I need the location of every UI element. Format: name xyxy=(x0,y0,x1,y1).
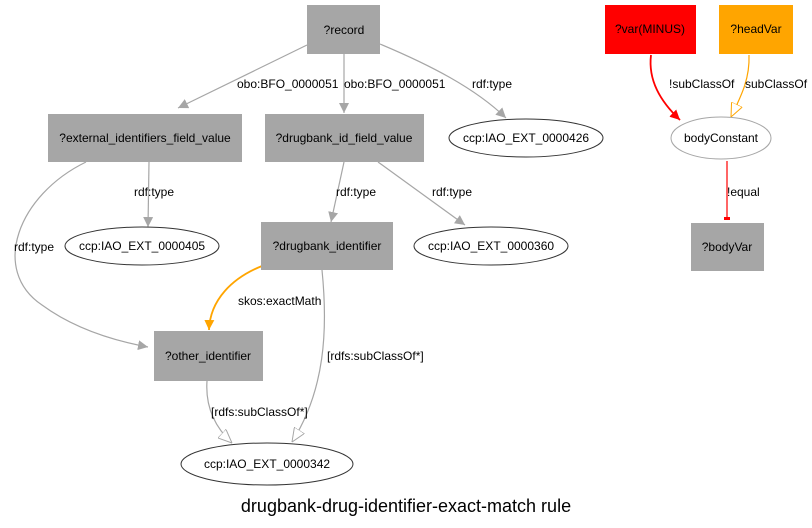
edge-label-dbfv-type-identifier: rdf:type xyxy=(336,185,376,199)
node-body-constant[interactable]: bodyConstant xyxy=(670,116,772,160)
node-ccp-iao-ext-0000360-label: ccp:IAO_EXT_0000360 xyxy=(428,239,554,253)
edge-label-exact-math: skos:exactMath xyxy=(238,294,321,308)
edge-head-var-to-body-constant xyxy=(731,54,750,117)
node-record[interactable]: ?record xyxy=(307,5,380,54)
node-body-var-label: ?bodyVar xyxy=(702,240,752,254)
node-ccp-iao-ext-0000342[interactable]: ccp:IAO_EXT_0000342 xyxy=(180,442,354,486)
edge-drugbank-field-to-ccp-0000360 xyxy=(377,161,466,226)
node-ccp-iao-ext-0000426-label: ccp:IAO_EXT_0000426 xyxy=(463,131,589,145)
edge-label-other-subclass: [rdfs:subClassOf*] xyxy=(211,405,308,419)
node-ccp-iao-ext-0000405-label: ccp:IAO_EXT_0000405 xyxy=(79,239,205,253)
edge-record-to-external-identifiers-field-value xyxy=(177,44,308,109)
edge-label-record-type: rdf:type xyxy=(472,77,512,91)
node-ccp-iao-ext-0000360[interactable]: ccp:IAO_EXT_0000360 xyxy=(413,226,569,266)
edge-labels: obo:BFO_0000051 obo:BFO_0000051 rdf:type… xyxy=(14,77,808,419)
edge-label-extfv-other: rdf:type xyxy=(14,240,54,254)
node-other-identifier[interactable]: ?other_identifier xyxy=(154,331,263,381)
edge-label-record-dbfv: obo:BFO_0000051 xyxy=(344,77,446,91)
node-body-var[interactable]: ?bodyVar xyxy=(691,223,764,271)
node-head-var[interactable]: ?headVar xyxy=(719,5,793,54)
node-drugbank-identifier[interactable]: ?drugbank_identifier xyxy=(261,222,393,270)
node-drugbank-id-field-value-label: ?drugbank_id_field_value xyxy=(276,131,413,145)
diagram-title: drugbank-drug-identifier-exact-match rul… xyxy=(241,496,571,516)
node-var-minus[interactable]: ?var(MINUS) xyxy=(605,5,696,54)
edges xyxy=(14,43,750,443)
edge-external-field-to-other-identifier xyxy=(14,161,149,351)
edge-drugbank-identifier-to-ccp-0000342 xyxy=(292,269,326,442)
edge-external-field-to-ccp-0000405 xyxy=(143,161,154,228)
node-drugbank-identifier-label: ?drugbank_identifier xyxy=(273,239,382,253)
node-ccp-iao-ext-0000405[interactable]: ccp:IAO_EXT_0000405 xyxy=(64,226,220,266)
node-ccp-iao-ext-0000342-label: ccp:IAO_EXT_0000342 xyxy=(204,457,330,471)
edge-label-dbid-subclass: [rdfs:subClassOf*] xyxy=(327,349,424,363)
edge-label-dbfv-type-360: rdf:type xyxy=(432,185,472,199)
node-head-var-label: ?headVar xyxy=(730,22,781,36)
node-drugbank-id-field-value[interactable]: ?drugbank_id_field_value xyxy=(265,114,424,162)
edge-label-var-minus-notsubclass: !subClassOf xyxy=(669,77,735,91)
edge-label-record-extfv: obo:BFO_0000051 xyxy=(237,77,339,91)
edge-drugbank-identifier-to-other-identifier xyxy=(204,265,263,331)
node-ccp-iao-ext-0000426[interactable]: ccp:IAO_EXT_0000426 xyxy=(448,118,604,158)
edge-label-extfv-type: rdf:type xyxy=(134,185,174,199)
node-record-label: ?record xyxy=(324,23,365,37)
edge-label-not-equal: !equal xyxy=(727,185,760,199)
node-external-identifiers-field-value[interactable]: ?external_identifiers_field_value xyxy=(48,114,242,162)
edge-other-identifier-to-ccp-0000342 xyxy=(206,380,232,443)
edge-record-to-ccp-0000426 xyxy=(379,43,507,119)
edge-var-minus-to-body-constant xyxy=(649,54,681,121)
node-other-identifier-label: ?other_identifier xyxy=(165,349,251,363)
nodes: ?record ?external_identifiers_field_valu… xyxy=(48,5,793,486)
node-body-constant-label: bodyConstant xyxy=(684,131,759,145)
edge-drugbank-field-to-drugbank-identifier xyxy=(328,161,345,223)
edge-label-headvar-subclass: subClassOf xyxy=(745,77,808,91)
node-external-identifiers-field-value-label: ?external_identifiers_field_value xyxy=(59,131,231,145)
node-var-minus-label: ?var(MINUS) xyxy=(615,22,685,36)
